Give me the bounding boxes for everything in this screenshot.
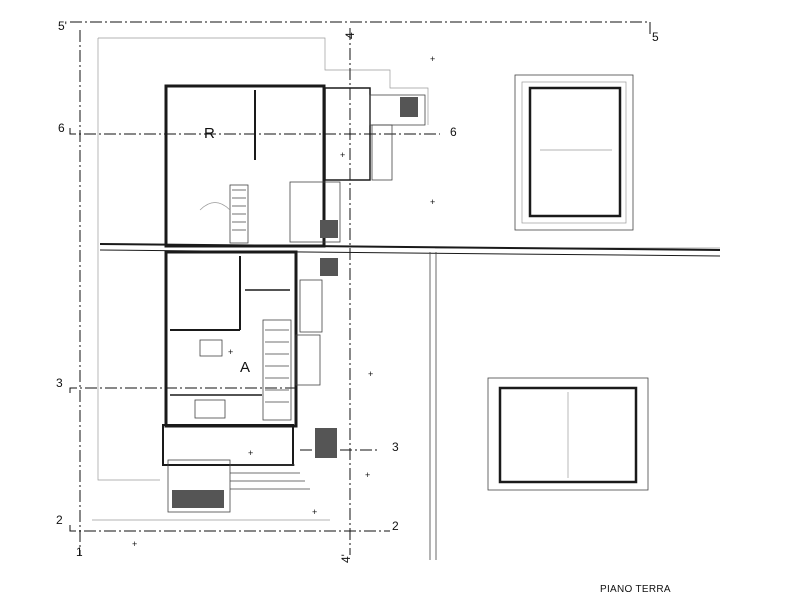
section-label-2-left: 2 [56, 513, 63, 527]
drawing-title: PIANO TERRA [600, 584, 671, 595]
room-label-a: A [240, 359, 250, 376]
survey-markers: + + + + + + + + + [132, 54, 435, 549]
room-label-r: R [204, 125, 215, 142]
svg-text:+: + [312, 507, 317, 517]
section-label-4-prime: 4' [339, 554, 353, 563]
entrance-steps [162, 424, 310, 513]
section-label-3-right: 3 [392, 440, 399, 454]
svg-text:+: + [340, 150, 345, 160]
svg-text:+: + [365, 470, 370, 480]
corridor [99, 243, 721, 560]
svg-text:+: + [228, 347, 233, 357]
section-label-6-left: 6 [58, 121, 65, 135]
section-label-3-left: 3 [56, 376, 63, 390]
section-label-5: 5 [652, 30, 659, 44]
section-labels: 5' 5 4 4' 6 6 3 3 2 2 1 [56, 19, 659, 563]
svg-text:+: + [430, 197, 435, 207]
svg-text:+: + [132, 539, 137, 549]
section-label-4: 4 [343, 32, 357, 39]
outbuilding-bottom [487, 377, 649, 491]
hatched-blocks [172, 97, 418, 508]
section-label-1: 1 [76, 545, 83, 559]
section-label-6-right: 6 [450, 125, 457, 139]
section-label-2-right: 2 [392, 519, 399, 533]
svg-text:+: + [368, 369, 373, 379]
section-lines [69, 21, 651, 555]
annex [289, 87, 426, 386]
svg-text:+: + [248, 448, 253, 458]
outbuilding-top [514, 74, 634, 231]
svg-text:+: + [430, 54, 435, 64]
section-label-5-prime: 5' [58, 19, 67, 33]
